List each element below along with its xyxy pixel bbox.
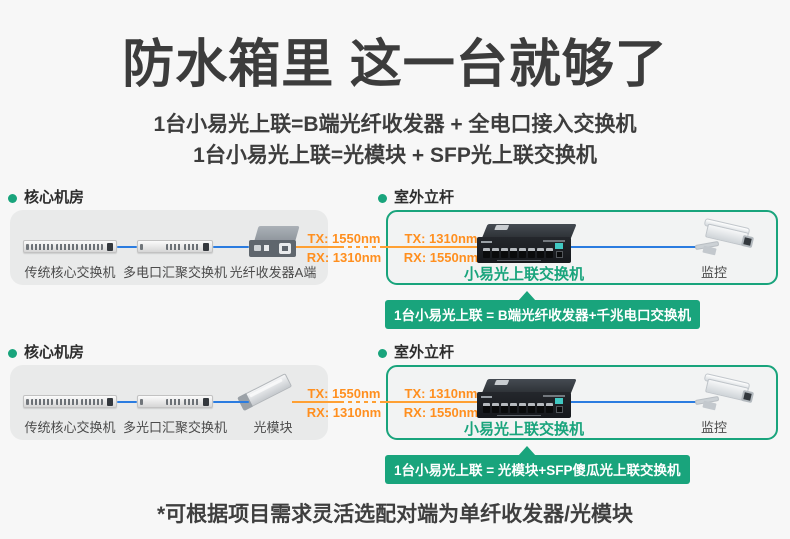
page-title: 防水箱里 这一台就够了 bbox=[122, 36, 668, 94]
topology-row-2: 核心机房 室外立杆 传统核心交换机 多光口汇聚交换机 光模块 bbox=[0, 345, 790, 495]
ethernet-link-line bbox=[213, 401, 249, 403]
footnote: *可根据项目需求灵活选配对端为单纤收发器/光模块 bbox=[156, 503, 633, 526]
switch-label: 小易光上联交换机 bbox=[463, 421, 584, 438]
switch-label: 小易光上联交换机 bbox=[463, 266, 584, 283]
section-header-label: 核心机房 bbox=[24, 344, 85, 361]
rack-uplink-block bbox=[107, 398, 113, 406]
rx-wavelength-label: RX: 1550nm bbox=[403, 250, 479, 265]
bullet-dot-icon bbox=[8, 348, 17, 358]
switch-front-face bbox=[477, 237, 571, 263]
fiber-link-line bbox=[296, 246, 340, 248]
fiber-link-line bbox=[292, 401, 340, 403]
uplink-switch-icon bbox=[477, 379, 577, 420]
fiber-link-line bbox=[380, 401, 477, 403]
fiber-link-line bbox=[380, 246, 477, 248]
uplink-switch-icon bbox=[477, 224, 577, 265]
device-label: 传统核心交换机 bbox=[24, 265, 116, 280]
rack-uplink-block bbox=[107, 243, 113, 251]
sfp-slot-label bbox=[555, 398, 563, 404]
equation-banner: 1台小易光上联 = 光模块+SFP傻瓜光上联交换机 bbox=[385, 455, 690, 484]
rack-uplink-block bbox=[203, 243, 209, 251]
rx-wavelength-label: RX: 1310nm bbox=[306, 405, 382, 420]
equation-banner: 1台小易光上联 = B端光纤收发器+千兆电口交换机 bbox=[385, 300, 701, 329]
topology-row-1: 核心机房 室外立杆 传统核心交换机 多电口汇聚交换机 光纤收发器A端 bbox=[0, 190, 790, 340]
sfp-slot-label bbox=[555, 243, 563, 249]
section-header-outdoor-pole: 室外立杆 bbox=[378, 345, 454, 361]
bullet-dot-icon bbox=[378, 348, 387, 358]
camera-label: 监控 bbox=[700, 265, 727, 280]
core-switch-icon bbox=[23, 395, 117, 408]
rx-wavelength-label: RX: 1550nm bbox=[403, 405, 479, 420]
transceiver-front bbox=[249, 240, 296, 257]
device-label: 多电口汇聚交换机 bbox=[123, 265, 228, 280]
switch-ports bbox=[483, 248, 553, 258]
section-header-label: 室外立杆 bbox=[394, 189, 455, 206]
ethernet-link-line bbox=[117, 246, 137, 248]
core-switch-icon bbox=[23, 240, 117, 253]
ethernet-link-line bbox=[570, 246, 696, 248]
tx-wavelength-label: TX: 1310nm bbox=[404, 231, 478, 246]
sfp-port bbox=[556, 406, 563, 413]
fiber-transceiver-icon bbox=[249, 226, 300, 257]
switch-front-face bbox=[477, 392, 571, 418]
switch-top-face bbox=[482, 379, 577, 393]
banner-arrow-icon bbox=[518, 291, 536, 301]
ethernet-link-line bbox=[570, 401, 696, 403]
bullet-dot-icon bbox=[8, 193, 17, 203]
banner-arrow-icon bbox=[518, 446, 536, 456]
fiber-link-dashed-line bbox=[340, 401, 380, 403]
tx-wavelength-label: TX: 1550nm bbox=[307, 231, 381, 246]
section-header-core-room: 核心机房 bbox=[8, 190, 84, 206]
sfp-port bbox=[556, 251, 563, 258]
bullet-dot-icon bbox=[378, 193, 387, 203]
rack-uplink-block bbox=[203, 398, 209, 406]
ethernet-link-line bbox=[117, 401, 137, 403]
device-label: 光模块 bbox=[253, 420, 293, 435]
aggregation-switch-icon bbox=[137, 395, 213, 408]
fiber-link-dashed-line bbox=[340, 246, 380, 248]
cctv-camera-icon bbox=[692, 217, 758, 261]
tx-wavelength-label: TX: 1310nm bbox=[404, 386, 478, 401]
switch-ports bbox=[483, 403, 553, 413]
section-header-label: 核心机房 bbox=[24, 189, 85, 206]
section-header-label: 室外立杆 bbox=[394, 344, 455, 361]
device-label: 多光口汇聚交换机 bbox=[123, 420, 228, 435]
rack-ports bbox=[31, 244, 103, 250]
section-header-outdoor-pole: 室外立杆 bbox=[378, 190, 454, 206]
subtitle-line-2: 1台小易光上联=光模块 + SFP光上联交换机 bbox=[193, 144, 597, 167]
rack-ports bbox=[166, 399, 200, 405]
ethernet-link-line bbox=[213, 246, 249, 248]
aggregation-switch-icon bbox=[137, 240, 213, 253]
tx-wavelength-label: TX: 1550nm bbox=[307, 386, 381, 401]
rack-ports bbox=[31, 399, 103, 405]
device-label: 传统核心交换机 bbox=[24, 420, 116, 435]
subtitle-line-1: 1台小易光上联=B端光纤收发器 + 全电口接入交换机 bbox=[153, 113, 637, 136]
cctv-camera-icon bbox=[692, 372, 758, 416]
section-header-core-room: 核心机房 bbox=[8, 345, 84, 361]
camera-label: 监控 bbox=[700, 420, 727, 435]
device-label: 光纤收发器A端 bbox=[229, 265, 317, 280]
rx-wavelength-label: RX: 1310nm bbox=[306, 250, 382, 265]
rack-ports bbox=[166, 244, 200, 250]
switch-top-face bbox=[482, 224, 577, 238]
